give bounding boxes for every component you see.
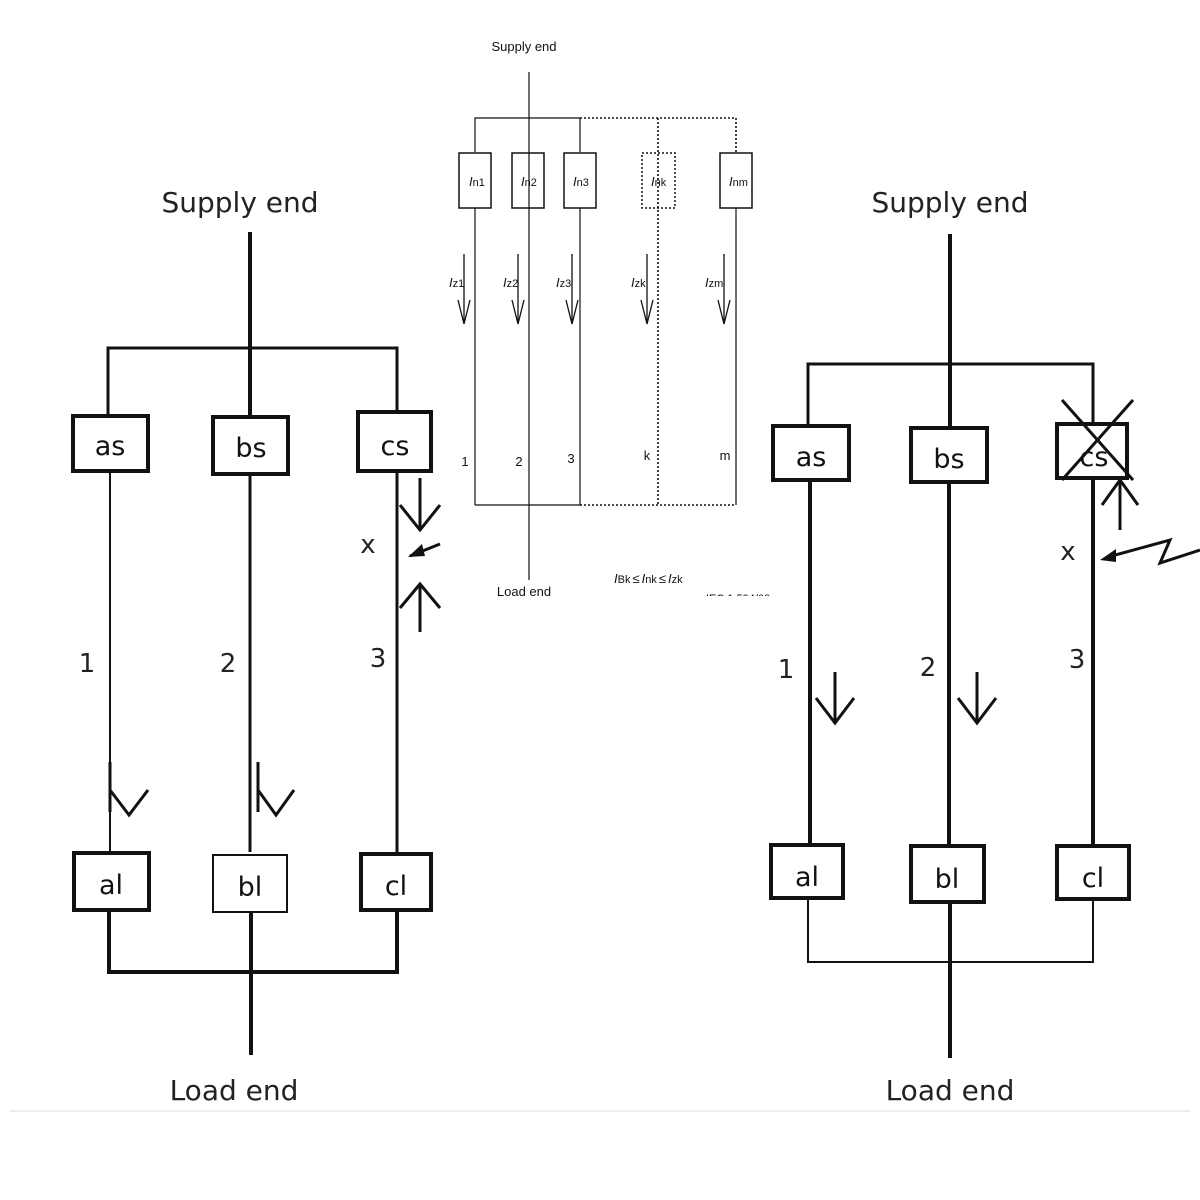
middle-box-n2 bbox=[511, 152, 545, 209]
left-supply-label: Supply end bbox=[161, 186, 318, 219]
left-box-bs-label: bs bbox=[235, 433, 266, 464]
middle-box-n3 bbox=[563, 152, 597, 209]
middle-iz-3: Iz3 bbox=[556, 275, 571, 290]
middle-iz-2: Iz2 bbox=[503, 275, 518, 290]
left-number-3: 3 bbox=[370, 644, 387, 674]
middle-supply-label: Supply end bbox=[491, 39, 556, 54]
right-load-label: Load end bbox=[886, 1074, 1015, 1107]
right-number-2: 2 bbox=[920, 653, 937, 683]
left-box-cs bbox=[356, 410, 433, 473]
middle-footnote-clip: IEC 1 594/09 bbox=[706, 593, 770, 605]
middle-in-m: Inm bbox=[729, 174, 748, 189]
right-box-bl-label: bl bbox=[935, 864, 960, 895]
right-supply-label: Supply end bbox=[871, 186, 1028, 219]
middle-in-2: In2 bbox=[521, 174, 537, 189]
right-lightning-head bbox=[1100, 549, 1116, 562]
left-top-busbar bbox=[106, 346, 399, 415]
left-arrow-cs-down-head bbox=[398, 504, 442, 533]
middle-top-bus-solid bbox=[474, 117, 580, 152]
right-box-bl bbox=[909, 844, 986, 904]
left-arrow-up-head bbox=[398, 581, 442, 609]
left-diagram: Supply end as bs cs 1 2 3 x al bbox=[71, 186, 442, 1107]
right-current-arrows bbox=[814, 477, 1200, 726]
middle-number-m: m bbox=[720, 448, 731, 463]
right-box-cs-cross bbox=[1060, 399, 1135, 481]
middle-number-3: 3 bbox=[567, 451, 574, 466]
left-arrow-1-head bbox=[108, 789, 150, 818]
middle-iz-labels: Iz1 Iz2 Iz3 Izk Izm bbox=[449, 275, 723, 290]
middle-arrow-k-head bbox=[640, 299, 654, 325]
middle-box-nk bbox=[641, 152, 676, 209]
middle-number-1: 1 bbox=[461, 454, 468, 469]
left-box-al bbox=[72, 851, 151, 912]
right-fault-label: x bbox=[1060, 537, 1075, 567]
middle-number-2: 2 bbox=[515, 454, 522, 469]
right-cross-line-2 bbox=[1060, 399, 1135, 481]
middle-number-k: k bbox=[644, 448, 651, 463]
right-box-as-label: as bbox=[796, 442, 827, 473]
middle-arrow-3-head bbox=[565, 299, 579, 325]
middle-box-n1 bbox=[458, 152, 492, 209]
right-box-bs-label: bs bbox=[933, 444, 964, 475]
middle-top-bus-dotted bbox=[580, 117, 737, 152]
left-current-arrows bbox=[108, 478, 442, 818]
left-number-2: 2 bbox=[220, 649, 237, 679]
left-box-as-label: as bbox=[95, 431, 126, 462]
middle-in-k: Ink bbox=[651, 174, 667, 189]
middle-arrow-m-head bbox=[717, 299, 731, 325]
left-fault-arrow-head bbox=[408, 544, 425, 557]
middle-load-label: Load end bbox=[497, 584, 551, 599]
middle-box-nm bbox=[719, 152, 753, 209]
left-box-bl-label: bl bbox=[238, 872, 263, 903]
right-arrow-2-head bbox=[956, 697, 998, 726]
middle-diagram: Supply end In1 In2 In3 Ink Inm Iz1 Iz2 I… bbox=[449, 39, 770, 605]
right-box-cl-label: cl bbox=[1082, 863, 1104, 894]
right-box-al-label: al bbox=[795, 862, 819, 893]
right-arrow-up-head bbox=[1100, 477, 1140, 506]
left-box-cl-label: cl bbox=[385, 871, 407, 902]
middle-in-3: In3 bbox=[573, 174, 589, 189]
right-top-busbar bbox=[806, 362, 1095, 425]
left-load-label: Load end bbox=[170, 1074, 299, 1107]
left-number-1: 1 bbox=[79, 649, 96, 679]
right-lightning-bolt bbox=[1107, 537, 1200, 566]
middle-iz-m: Izm bbox=[705, 275, 723, 290]
left-box-al-label: al bbox=[99, 870, 123, 901]
left-box-cs-label: cs bbox=[381, 431, 410, 462]
middle-footnote: IEC 1 594/09 bbox=[706, 593, 770, 605]
middle-arrow-1-head bbox=[457, 299, 471, 325]
middle-iz-k: Izk bbox=[631, 275, 646, 290]
middle-in-1: In1 bbox=[469, 174, 485, 189]
middle-current-arrows bbox=[457, 254, 731, 325]
middle-arrow-2-head bbox=[511, 299, 525, 325]
left-fault-label: x bbox=[360, 530, 375, 560]
right-arrow-1-head bbox=[814, 697, 856, 726]
right-number-1: 1 bbox=[778, 655, 795, 685]
middle-in-labels: In1 In2 In3 Ink Inm bbox=[469, 174, 748, 189]
right-diagram: Supply end as bs cs 1 2 3 x al bbox=[769, 186, 1200, 1107]
middle-inequality: IBk≤Ink≤Izk bbox=[614, 571, 683, 586]
middle-iz-1: Iz1 bbox=[449, 275, 464, 290]
right-number-3: 3 bbox=[1069, 645, 1086, 675]
left-arrow-2-head bbox=[256, 789, 296, 818]
